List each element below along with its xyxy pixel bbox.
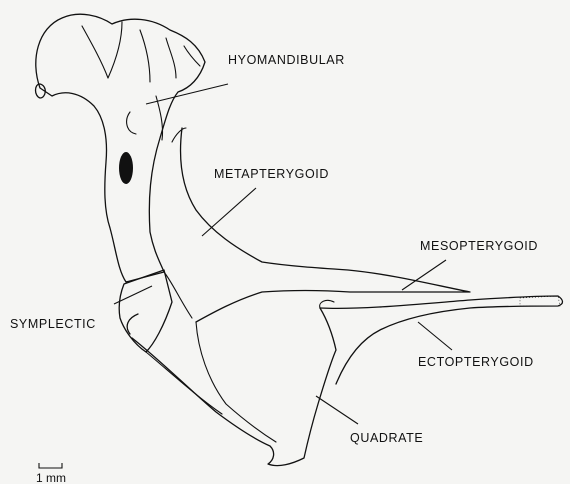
label-hyomandibular: HYOMANDIBULAR [228, 53, 345, 67]
scale-bar: 1 mm [36, 463, 66, 484]
leader-lines [114, 84, 452, 424]
symplectic-hook [127, 314, 138, 334]
leader-quadrate [316, 396, 358, 424]
pterygoid-rod-tip [520, 296, 560, 306]
leader-symplectic [114, 286, 152, 304]
quadrate-outline [132, 308, 336, 466]
labels: HYOMANDIBULAR METAPTERYGOID MESOPTERYGOI… [10, 53, 538, 445]
leader-metapterygoid [202, 188, 256, 236]
metapterygoid-outline [181, 128, 470, 322]
hyomandibular-condyle [127, 112, 136, 134]
scale-bar-line [39, 463, 62, 468]
scale-bar-label: 1 mm [36, 471, 66, 484]
leader-ectopterygoid [418, 322, 452, 350]
ectopterygoid-upper [320, 300, 334, 308]
label-symplectic: SYMPLECTIC [10, 317, 96, 331]
label-mesopterygoid: MESOPTERYGOID [420, 239, 538, 253]
hyomandibular-cap-lines [82, 22, 200, 82]
quadrate-inner [196, 322, 276, 442]
label-metapterygoid: METAPTERYGOID [214, 167, 329, 181]
hyomandibular-outline [36, 14, 205, 282]
symplectic-outline [119, 270, 172, 352]
hyomandibular-foramen [119, 152, 133, 184]
label-ectopterygoid: ECTOPTERYGOID [418, 355, 534, 369]
label-quadrate: QUADRATE [350, 431, 423, 445]
metapterygoid-inner [164, 128, 192, 318]
pterygoid-rod-outline [320, 296, 563, 384]
